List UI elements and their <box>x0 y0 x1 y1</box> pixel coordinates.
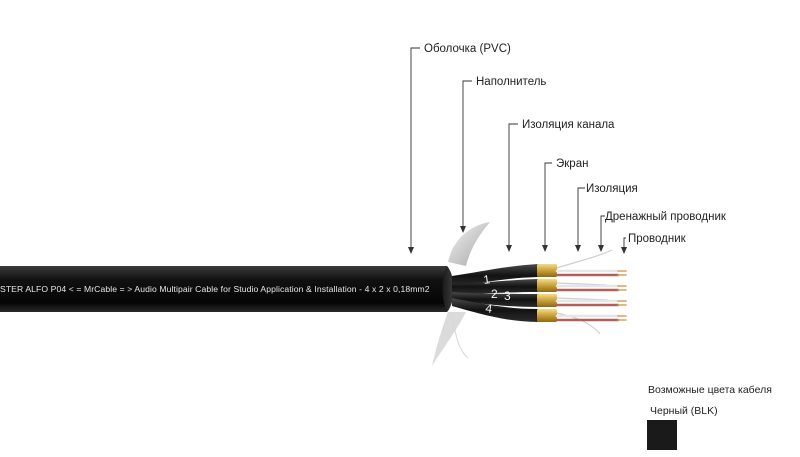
pair-4-jacket <box>452 298 538 322</box>
pair-2-jacket <box>452 279 538 294</box>
color-swatch-black <box>647 420 677 450</box>
cable-print-text: STER ALFO P04 < = MrCable = > Audio Mult… <box>0 284 430 294</box>
callout-leaders <box>410 47 626 250</box>
label-sheath: Оболочка (PVC) <box>424 43 511 55</box>
jacket-end <box>442 266 454 312</box>
leader-filler <box>462 80 472 229</box>
filler-film-bottom <box>432 312 466 366</box>
cable-jacket <box>0 266 453 312</box>
pair-1-shield <box>537 264 557 277</box>
conductor-tips <box>617 270 627 321</box>
pair-1-jacket <box>452 264 538 287</box>
pair-3-jacket <box>452 292 538 307</box>
cable-colors-title: Возможные цвета кабеля <box>648 384 772 396</box>
pair-number-4: 4 <box>485 301 494 316</box>
label-channel-insulation: Изоляция канала <box>522 119 615 131</box>
filler-strand <box>451 313 469 359</box>
leader-drain <box>600 215 605 248</box>
pair-number-3: 3 <box>504 289 511 303</box>
filler-film-top <box>448 222 490 266</box>
leader-insulation <box>577 187 585 248</box>
color-option-name: Черный (BLK) <box>650 405 718 417</box>
drain-wires <box>556 249 613 335</box>
label-insulation: Изоляция <box>586 183 638 195</box>
leader-conductor <box>623 237 626 250</box>
pair-shields <box>537 264 557 322</box>
leader-shield <box>544 162 552 248</box>
leader-sheath <box>410 47 420 250</box>
label-drain-wire: Дренажный проводник <box>605 211 727 223</box>
label-shield: Экран <box>556 158 588 170</box>
callout-arrowheads <box>408 226 627 254</box>
pair-3-shield <box>537 294 557 307</box>
label-conductor: Проводник <box>628 233 687 245</box>
pair-4-shield <box>537 309 557 322</box>
conductors-insulated <box>555 269 620 322</box>
pair-2-shield <box>537 279 557 292</box>
label-filler: Наполнитель <box>476 76 546 88</box>
pair-jackets <box>452 264 538 322</box>
pair-number-2: 2 <box>491 287 498 301</box>
leader-channel-insulation <box>508 123 518 248</box>
pair-number-1: 1 <box>482 272 491 287</box>
